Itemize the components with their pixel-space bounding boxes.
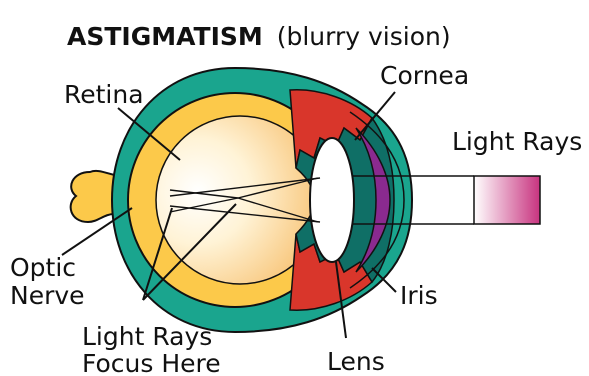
label-light-rays: Light Rays xyxy=(452,127,582,156)
label-nerve: Nerve xyxy=(10,281,85,310)
label-retina: Retina xyxy=(64,80,144,109)
light-rays-beam xyxy=(474,176,540,224)
label-optic: Optic xyxy=(10,253,76,282)
label-lens: Lens xyxy=(327,347,385,376)
label-focus-line2: Focus Here xyxy=(82,349,221,376)
label-cornea: Cornea xyxy=(380,61,469,90)
title-subtitle: (blurry vision) xyxy=(277,22,451,51)
title: ASTIGMATISM (blurry vision) xyxy=(67,22,451,51)
lens xyxy=(310,138,354,262)
label-focus-line1: Light Rays xyxy=(82,322,212,351)
label-iris: Iris xyxy=(400,281,438,310)
title-bold: ASTIGMATISM xyxy=(67,22,263,51)
